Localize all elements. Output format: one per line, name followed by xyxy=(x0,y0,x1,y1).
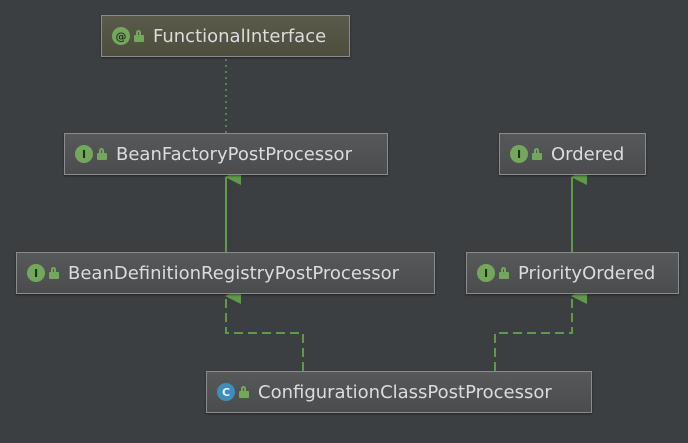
node-label: FunctionalInterface xyxy=(153,25,327,47)
node-label: Ordered xyxy=(551,143,625,165)
public-visibility-icon xyxy=(239,385,250,399)
public-visibility-icon xyxy=(49,266,60,280)
interface-type-icon: I xyxy=(477,264,495,282)
interface-type-icon: I xyxy=(510,145,528,163)
class-type-icon: C xyxy=(217,383,235,401)
node-label: BeanFactoryPostProcessor xyxy=(116,143,352,165)
interface-type-icon: I xyxy=(75,145,93,163)
node-functional-interface[interactable]: @ FunctionalInterface xyxy=(101,15,350,57)
annotation-type-icon: @ xyxy=(112,27,130,45)
public-visibility-icon xyxy=(134,29,145,43)
node-label: BeanDefinitionRegistryPostProcessor xyxy=(68,262,400,284)
node-priority-ordered[interactable]: I PriorityOrdered xyxy=(466,252,679,294)
node-label: ConfigurationClassPostProcessor xyxy=(258,381,552,403)
node-configuration-class-post-processor[interactable]: C ConfigurationClassPostProcessor xyxy=(206,371,592,413)
node-bean-factory-post-processor[interactable]: I BeanFactoryPostProcessor xyxy=(64,133,388,175)
edge-implements-priority-ordered xyxy=(494,288,587,371)
node-ordered[interactable]: I Ordered xyxy=(499,133,646,175)
edge-implements-bean-definition-registry-post-processor xyxy=(225,288,304,371)
public-visibility-icon xyxy=(532,147,543,161)
public-visibility-icon xyxy=(97,147,108,161)
interface-type-icon: I xyxy=(27,264,45,282)
node-label: PriorityOrdered xyxy=(518,262,656,284)
public-visibility-icon xyxy=(499,266,510,280)
node-bean-definition-registry-post-processor[interactable]: I BeanDefinitionRegistryPostProcessor xyxy=(16,252,435,294)
